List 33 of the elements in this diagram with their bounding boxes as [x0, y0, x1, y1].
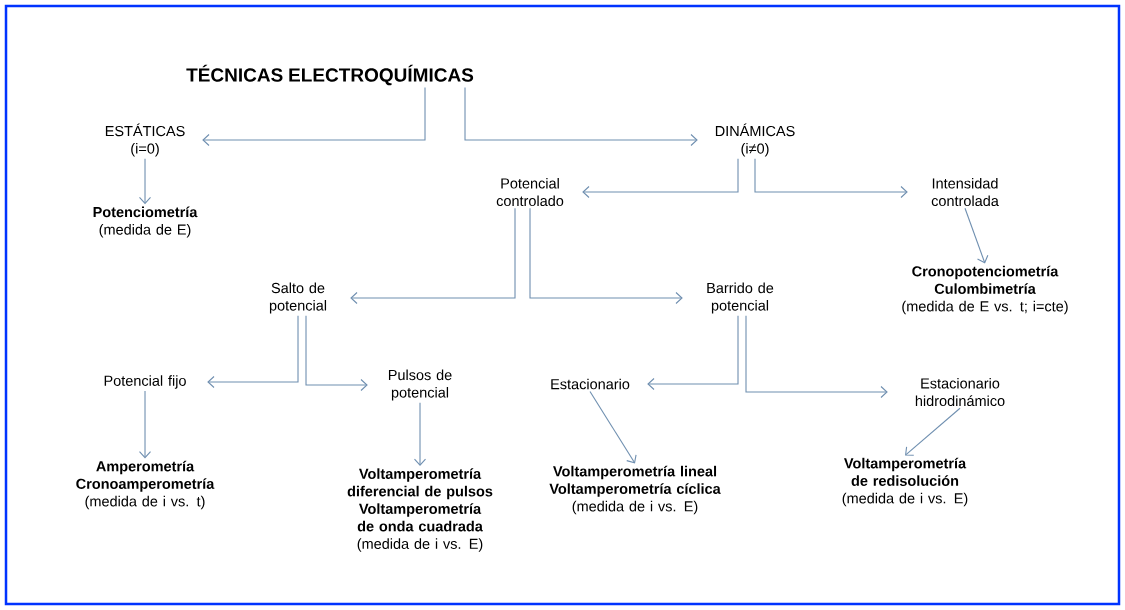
arrow [529, 207, 683, 305]
arrow [138, 390, 152, 459]
category-label: Pulsos de potencial [388, 369, 452, 401]
heading-text: TÉCNICAS ELECTROQUÍMICAS [186, 64, 474, 86]
technique-label: Voltamperometría de redisolución (medida de i vs. E) [842, 457, 968, 507]
arrow [464, 86, 698, 147]
arrow [647, 315, 739, 391]
arrow [138, 158, 152, 205]
arrow [754, 158, 908, 199]
category-label: Barrido de potencial [707, 282, 774, 314]
category-label: Intensidad controlada [931, 177, 999, 207]
category-label: Potencial controlado [496, 177, 564, 207]
arrow [305, 315, 368, 392]
category-label: Estacionario hidrodinámico [915, 377, 1005, 407]
arrow [905, 407, 961, 456]
arrow [745, 315, 888, 399]
category-label: Estacionario [551, 378, 630, 390]
technique-label: Voltamperometría diferencial de pulsos Voltamperometría de onda cuadrada (medida de i vs. E) [347, 468, 493, 552]
technique-label: Cronopotenciometría Culombimetría (medida de E vs. t; i=cte) [902, 265, 1068, 315]
category-label: Salto de potencial [269, 282, 327, 314]
arrow [582, 158, 739, 199]
arrow [207, 315, 299, 389]
technique-label: Amperometría Cronoamperometría (medida de i vs. t) [76, 460, 215, 510]
arrow [964, 207, 989, 264]
category-label: DINÁMICAS (i≠0) [715, 123, 795, 157]
arrow [413, 402, 427, 466]
arrow [202, 86, 426, 147]
arrow [589, 390, 637, 464]
technique-label: Potenciometría (medida de E) [93, 206, 198, 238]
technique-label: Voltamperometría lineal Voltamperometría cíclica (medida de i vs. E) [549, 465, 721, 515]
arrow [350, 207, 516, 305]
category-label: Potencial fijo [104, 375, 186, 389]
category-label: ESTÁTICAS (i=0) [105, 123, 185, 157]
